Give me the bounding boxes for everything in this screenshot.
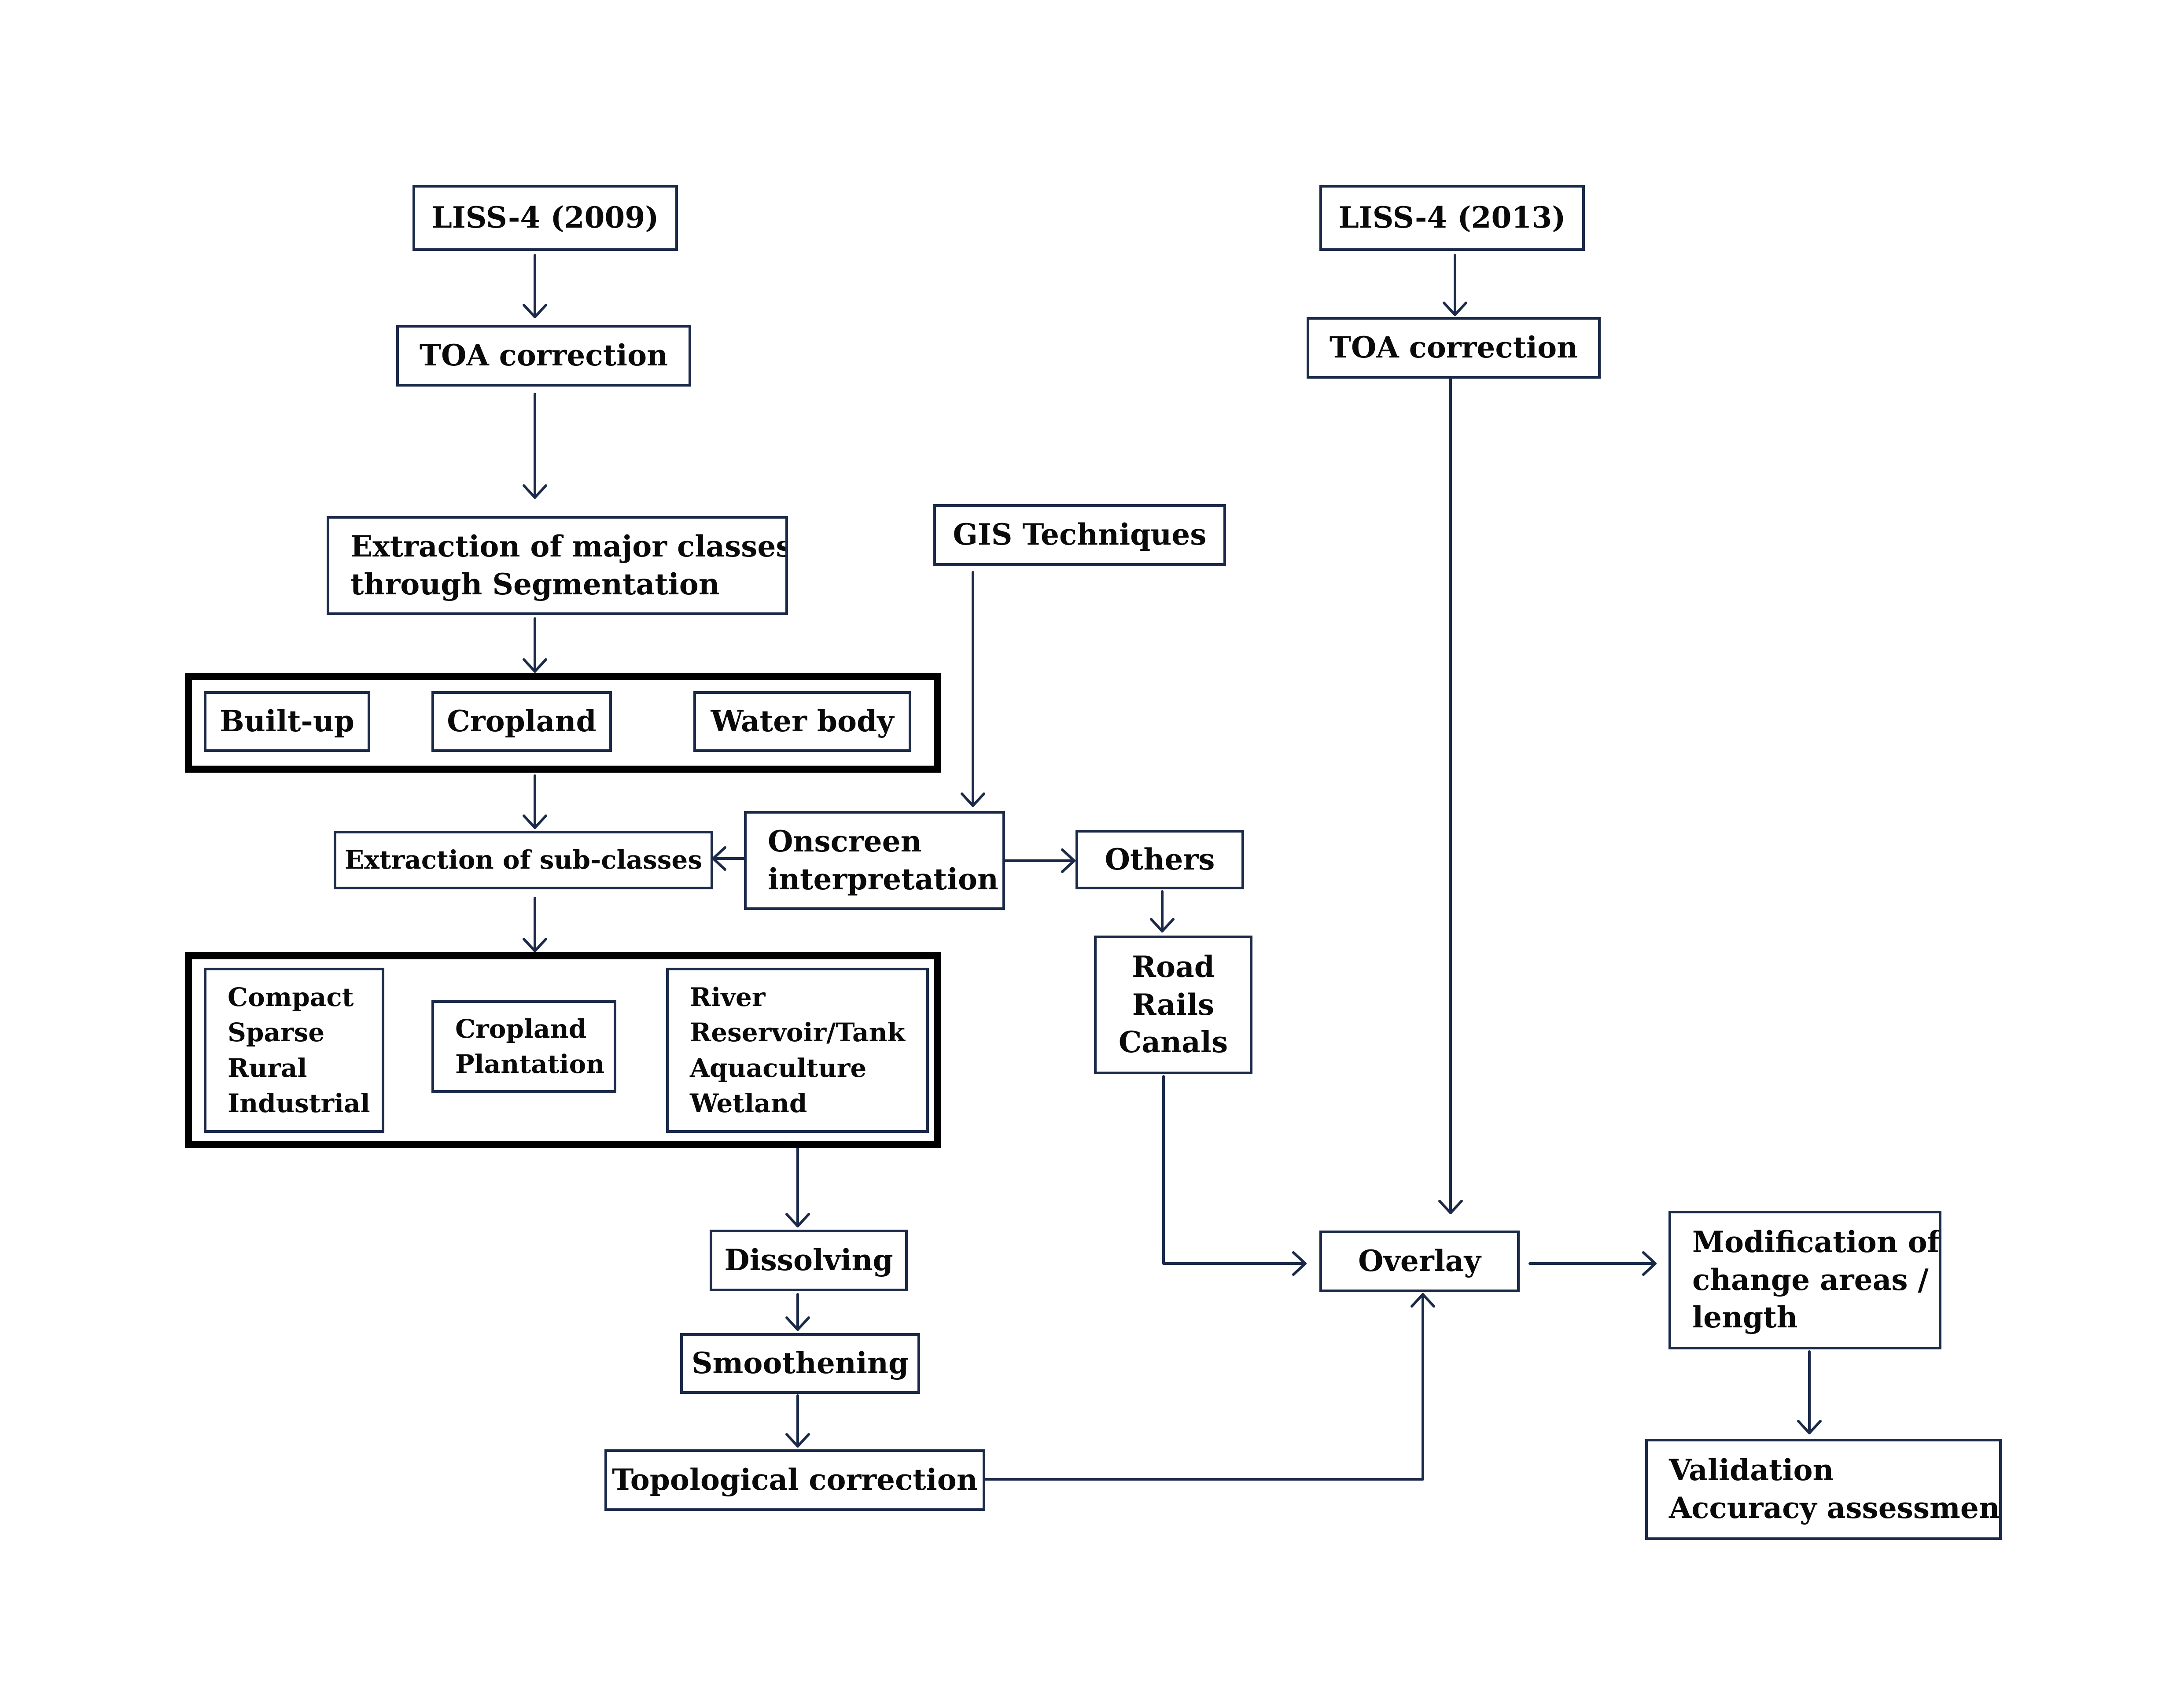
label-rural: Rural (228, 1053, 307, 1083)
arrow-road-to-overlay (1162, 1075, 1307, 1265)
arrowhead-topological-to-overlay (1411, 1293, 1435, 1308)
label-interpretation: interpretation (768, 862, 999, 896)
label-water-body: Water body (711, 704, 894, 739)
label-extraction-sub-classes: Extraction of sub-classes (345, 845, 702, 875)
label-built-up: Built-up (220, 704, 354, 739)
node-water-body: Water body (693, 691, 911, 752)
label-dissolving: Dissolving (724, 1243, 893, 1278)
label-reservoir-tank: Reservoir/Tank (690, 1017, 905, 1048)
label-plantation: Plantation (455, 1049, 605, 1079)
label-modification-1: Modification of (1692, 1224, 1940, 1259)
group-major-classes (185, 673, 941, 773)
label-liss4-2009: LISS-4 (2009) (431, 200, 659, 235)
node-topological-correction: Topological correction (604, 1449, 985, 1511)
label-aquaculture: Aquaculture (690, 1053, 867, 1083)
label-extraction-major-1: Extraction of major classes (350, 529, 788, 564)
node-builtup-subclasses: Compact Sparse Rural Industrial (204, 968, 384, 1133)
label-toa-correction-2013: TOA correction (1329, 330, 1578, 365)
arrowhead-subextraction-to-subclasses (523, 938, 547, 952)
node-gis-techniques: GIS Techniques (933, 504, 1226, 566)
label-overlay: Overlay (1358, 1244, 1481, 1279)
node-smoothening: Smoothening (680, 1333, 920, 1394)
label-sparse: Sparse (228, 1017, 325, 1048)
arrowhead-others-to-road (1150, 918, 1175, 932)
node-road-rails-canals: Road Rails Canals (1094, 936, 1252, 1074)
label-extraction-major-2: through Segmentation (350, 567, 720, 601)
label-topological-correction: Topological correction (612, 1463, 978, 1497)
arrowhead-toa2013-to-overlay (1438, 1200, 1463, 1214)
arrowhead-dissolving-to-smoothening (785, 1316, 810, 1331)
group-sub-classes (185, 952, 941, 1148)
arrow-topological-to-overlay (984, 1293, 1424, 1481)
node-water-subclasses: River Reservoir/Tank Aquaculture Wetland (666, 968, 929, 1133)
arrowhead-overlay-to-modification (1642, 1251, 1657, 1276)
arrowhead-liss2009-to-toa (523, 304, 547, 318)
arrowhead-toa-to-extraction (523, 484, 547, 499)
arrowhead-smoothening-to-topological (785, 1433, 810, 1448)
label-river: River (690, 982, 766, 1013)
arrowhead-gis-to-onscreen (961, 792, 985, 807)
node-cropland: Cropland (431, 691, 612, 752)
label-gis-techniques: GIS Techniques (953, 517, 1207, 552)
label-wetland: Wetland (690, 1088, 807, 1118)
node-toa-correction-2009: TOA correction (396, 325, 691, 387)
label-industrial: Industrial (228, 1088, 370, 1118)
label-modification-2: change areas / (1692, 1262, 1929, 1297)
node-validation: Validation Accuracy assessment (1645, 1439, 2002, 1540)
arrowhead-modification-to-validation (1797, 1420, 1822, 1434)
label-validation: Validation (1669, 1453, 1834, 1488)
node-modification: Modification of change areas / length (1668, 1211, 1941, 1349)
label-smoothening: Smoothening (691, 1346, 909, 1381)
arrowhead-road-to-overlay (1292, 1251, 1307, 1276)
arrowhead-subclasses-to-dissolving (785, 1213, 810, 1227)
arrowhead-extraction-to-classes (523, 658, 547, 673)
label-liss4-2013: LISS-4 (2013) (1338, 200, 1566, 235)
arrowhead-onscreen-to-subextraction (712, 846, 726, 871)
label-road: Road (1132, 949, 1215, 984)
node-toa-correction-2013: TOA correction (1307, 317, 1601, 379)
arrowhead-onscreen-to-others (1061, 848, 1075, 873)
label-cropland-sub: Cropland (455, 1013, 587, 1044)
label-accuracy-assessment: Accuracy assessment (1669, 1491, 2002, 1525)
node-overlay: Overlay (1319, 1231, 1520, 1292)
node-extraction-sub-classes: Extraction of sub-classes (334, 831, 713, 889)
label-cropland: Cropland (447, 704, 597, 739)
arrowhead-liss2013-to-toa (1443, 302, 1467, 316)
node-extraction-major-classes: Extraction of major classes through Segm… (327, 516, 788, 615)
node-liss4-2013: LISS-4 (2013) (1319, 185, 1585, 251)
label-others: Others (1105, 842, 1215, 877)
label-rails: Rails (1132, 987, 1215, 1022)
node-liss4-2009: LISS-4 (2009) (412, 185, 678, 251)
node-cropland-subclasses: Cropland Plantation (431, 1000, 616, 1093)
label-toa-correction-2009: TOA correction (419, 338, 668, 373)
node-onscreen-interpretation: Onscreen interpretation (744, 811, 1005, 910)
node-dissolving: Dissolving (710, 1230, 908, 1291)
label-modification-3: length (1692, 1300, 1798, 1335)
node-built-up: Built-up (204, 691, 370, 752)
label-onscreen: Onscreen (768, 824, 922, 859)
label-compact: Compact (228, 982, 354, 1013)
arrowhead-classes-to-subextraction (523, 814, 547, 829)
node-others: Others (1075, 830, 1244, 889)
label-canals: Canals (1118, 1025, 1228, 1060)
